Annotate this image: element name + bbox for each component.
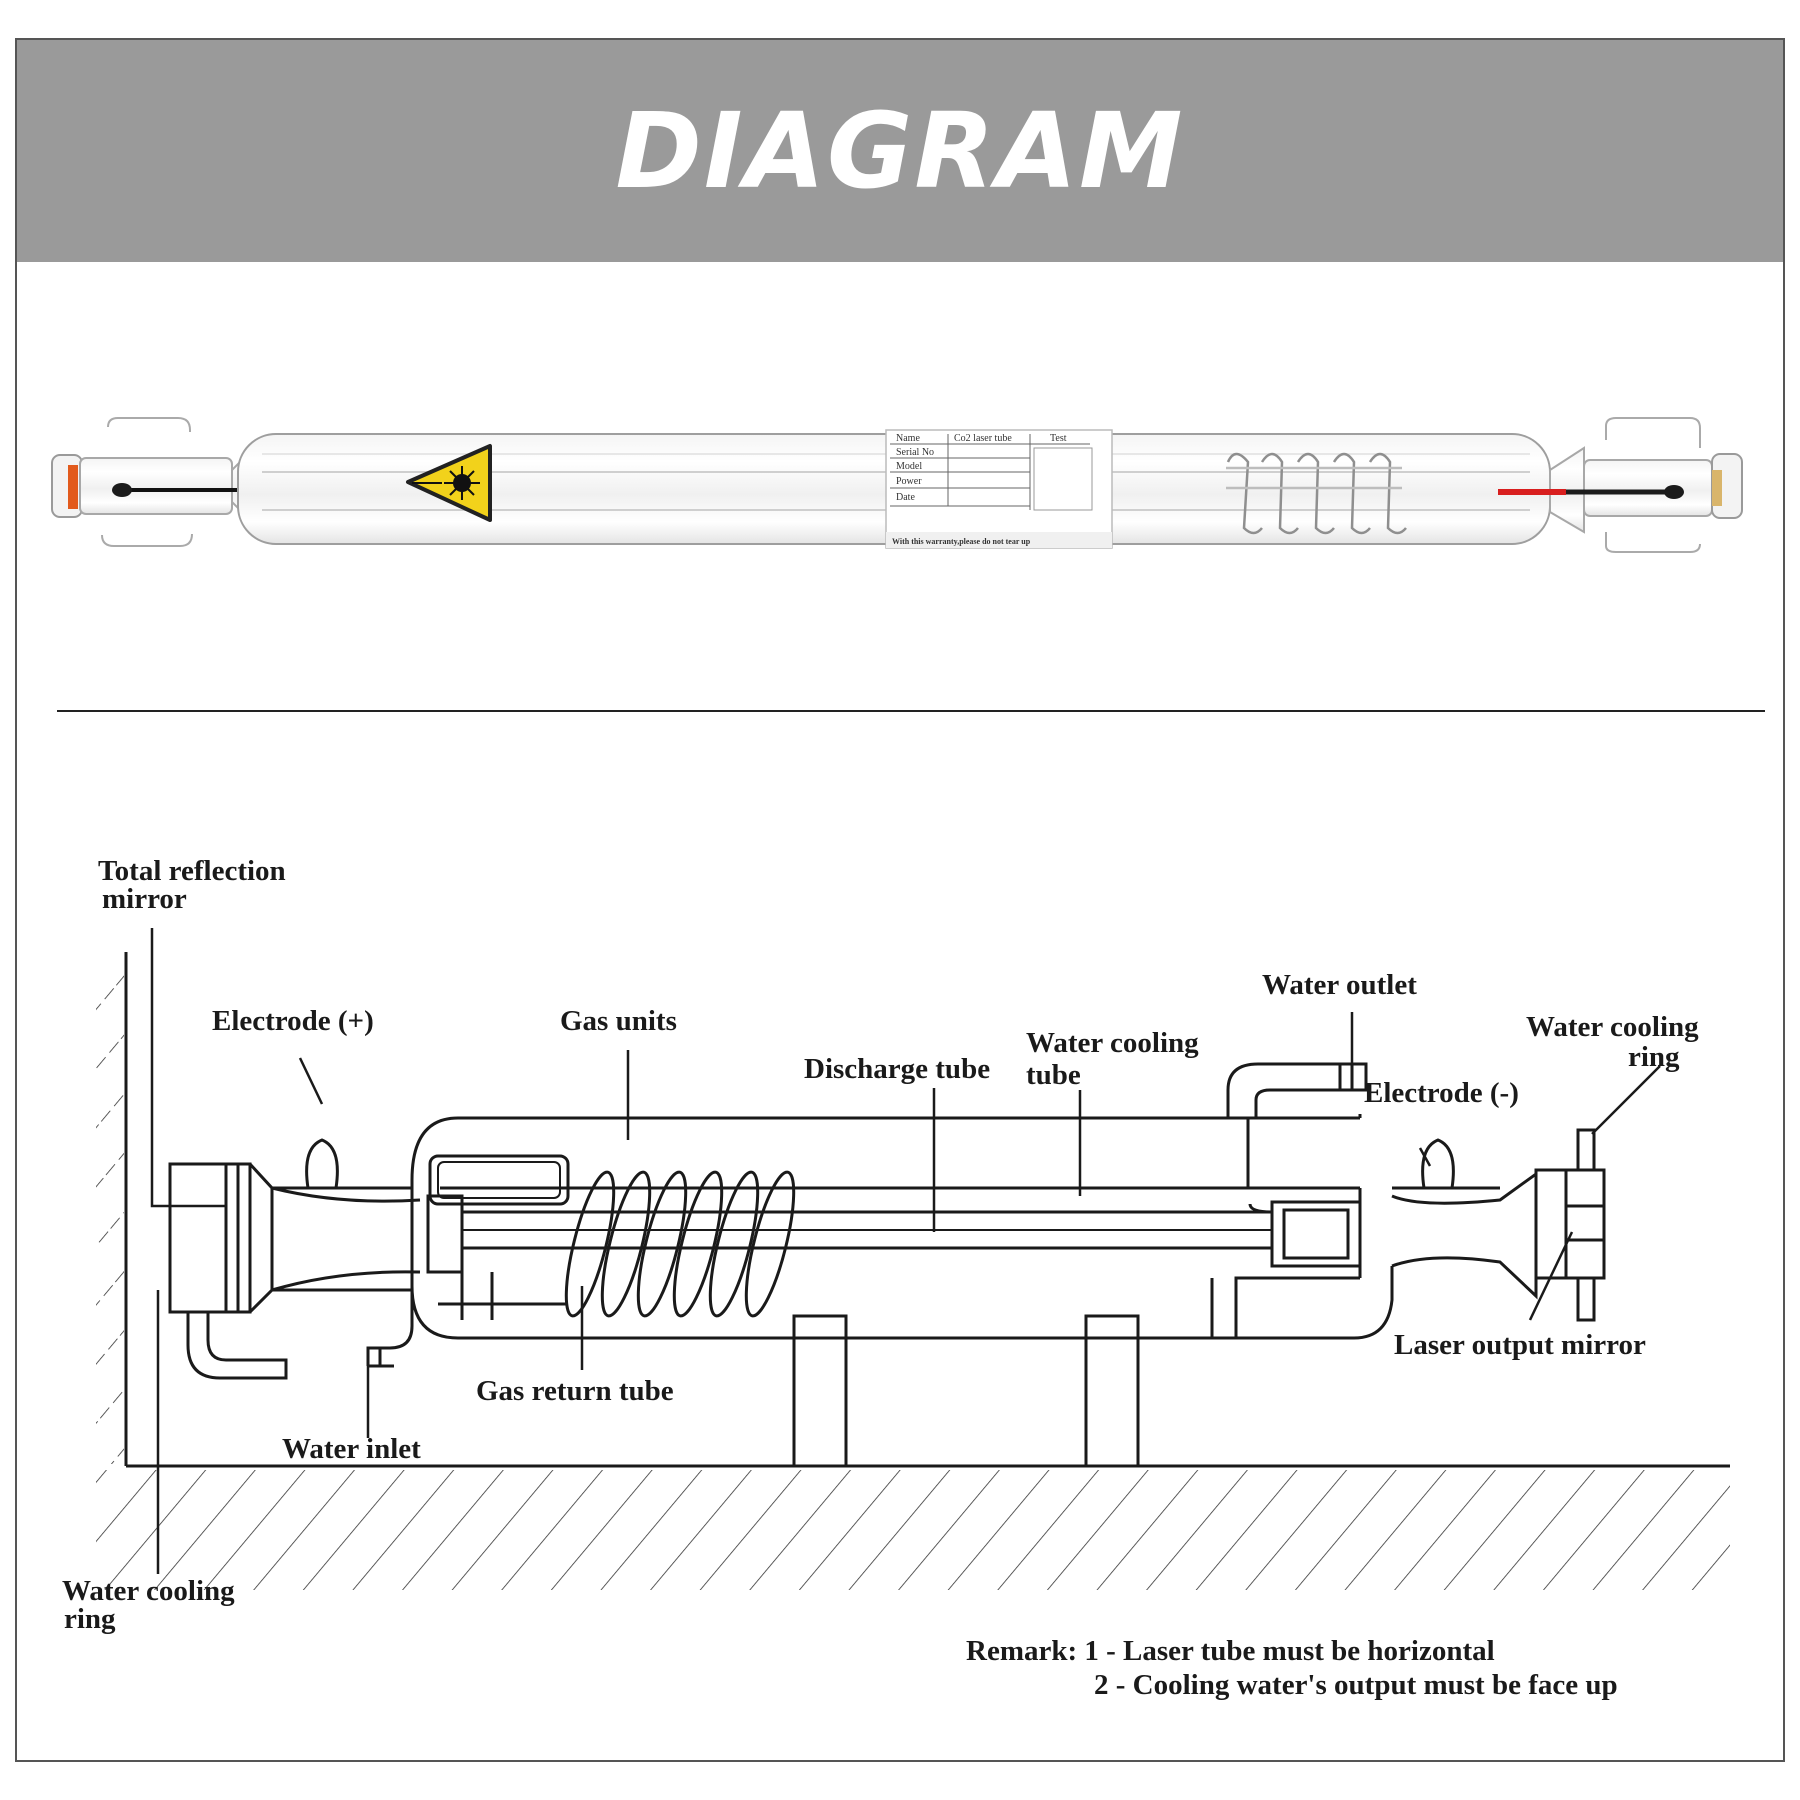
label-water-inlet: Water inlet — [282, 1433, 421, 1465]
label-electrode-minus: Electrode (-) — [1364, 1077, 1519, 1109]
gas-return-coil — [1226, 452, 1407, 535]
label-total-reflection: Total reflection — [98, 855, 286, 887]
label-row-model: Model — [896, 461, 922, 472]
support-right — [1084, 1314, 1140, 1468]
remark-line-1: Remark: 1 - Laser tube must be horizonta… — [966, 1635, 1495, 1667]
label-name-value: Co2 laser tube — [954, 433, 1012, 444]
tube-left-end — [51, 417, 268, 547]
laser-warning-icon — [406, 444, 492, 522]
tube-right-end — [1498, 417, 1743, 553]
label-gas-units: Gas units — [560, 1005, 677, 1037]
diagram-labels: Total reflection mirror Electrode (+) Ga… — [62, 855, 1699, 1701]
label-electrode-plus: Electrode (+) — [212, 1005, 374, 1037]
laser-tube-photo: Name Serial No Model Power Date Co2 lase… — [51, 417, 1743, 553]
label-water-cooling-ring-right: Water cooling — [1526, 1011, 1699, 1043]
label-water-cooling-tube: Water cooling — [1026, 1027, 1199, 1059]
coil-drawing — [564, 1170, 796, 1318]
label-extra-header: Test — [1050, 433, 1067, 444]
label-mirror: mirror — [102, 883, 187, 915]
label-ring-left: ring — [64, 1603, 116, 1635]
warranty-note: With this warranty,please do not tear up — [892, 537, 1031, 546]
label-row-date: Date — [896, 492, 915, 503]
support-left — [792, 1314, 848, 1468]
label-water-outlet: Water outlet — [1262, 969, 1417, 1001]
page-title: DIAGRAM — [615, 90, 1185, 212]
section-divider — [57, 710, 1765, 712]
label-row-power: Power — [896, 476, 922, 487]
label-laser-output-mirror: Laser output mirror — [1394, 1329, 1646, 1361]
label-row-serial: Serial No — [896, 447, 934, 458]
label-tube: tube — [1026, 1059, 1081, 1091]
label-gas-return-tube: Gas return tube — [476, 1375, 674, 1407]
label-row-name: Name — [896, 433, 920, 444]
leader-lines — [150, 928, 1661, 1574]
remark-line-2: 2 - Cooling water's output must be face … — [1094, 1669, 1618, 1701]
label-ring-right: ring — [1628, 1041, 1680, 1073]
ground-hatch — [96, 1470, 1730, 1590]
label-discharge-tube: Discharge tube — [804, 1053, 990, 1085]
label-water-cooling-ring-left: Water cooling — [62, 1575, 235, 1607]
technical-diagram — [96, 928, 1730, 1590]
warranty-label: Name Serial No Model Power Date Co2 lase… — [885, 429, 1113, 549]
header-bar: DIAGRAM — [17, 40, 1783, 262]
